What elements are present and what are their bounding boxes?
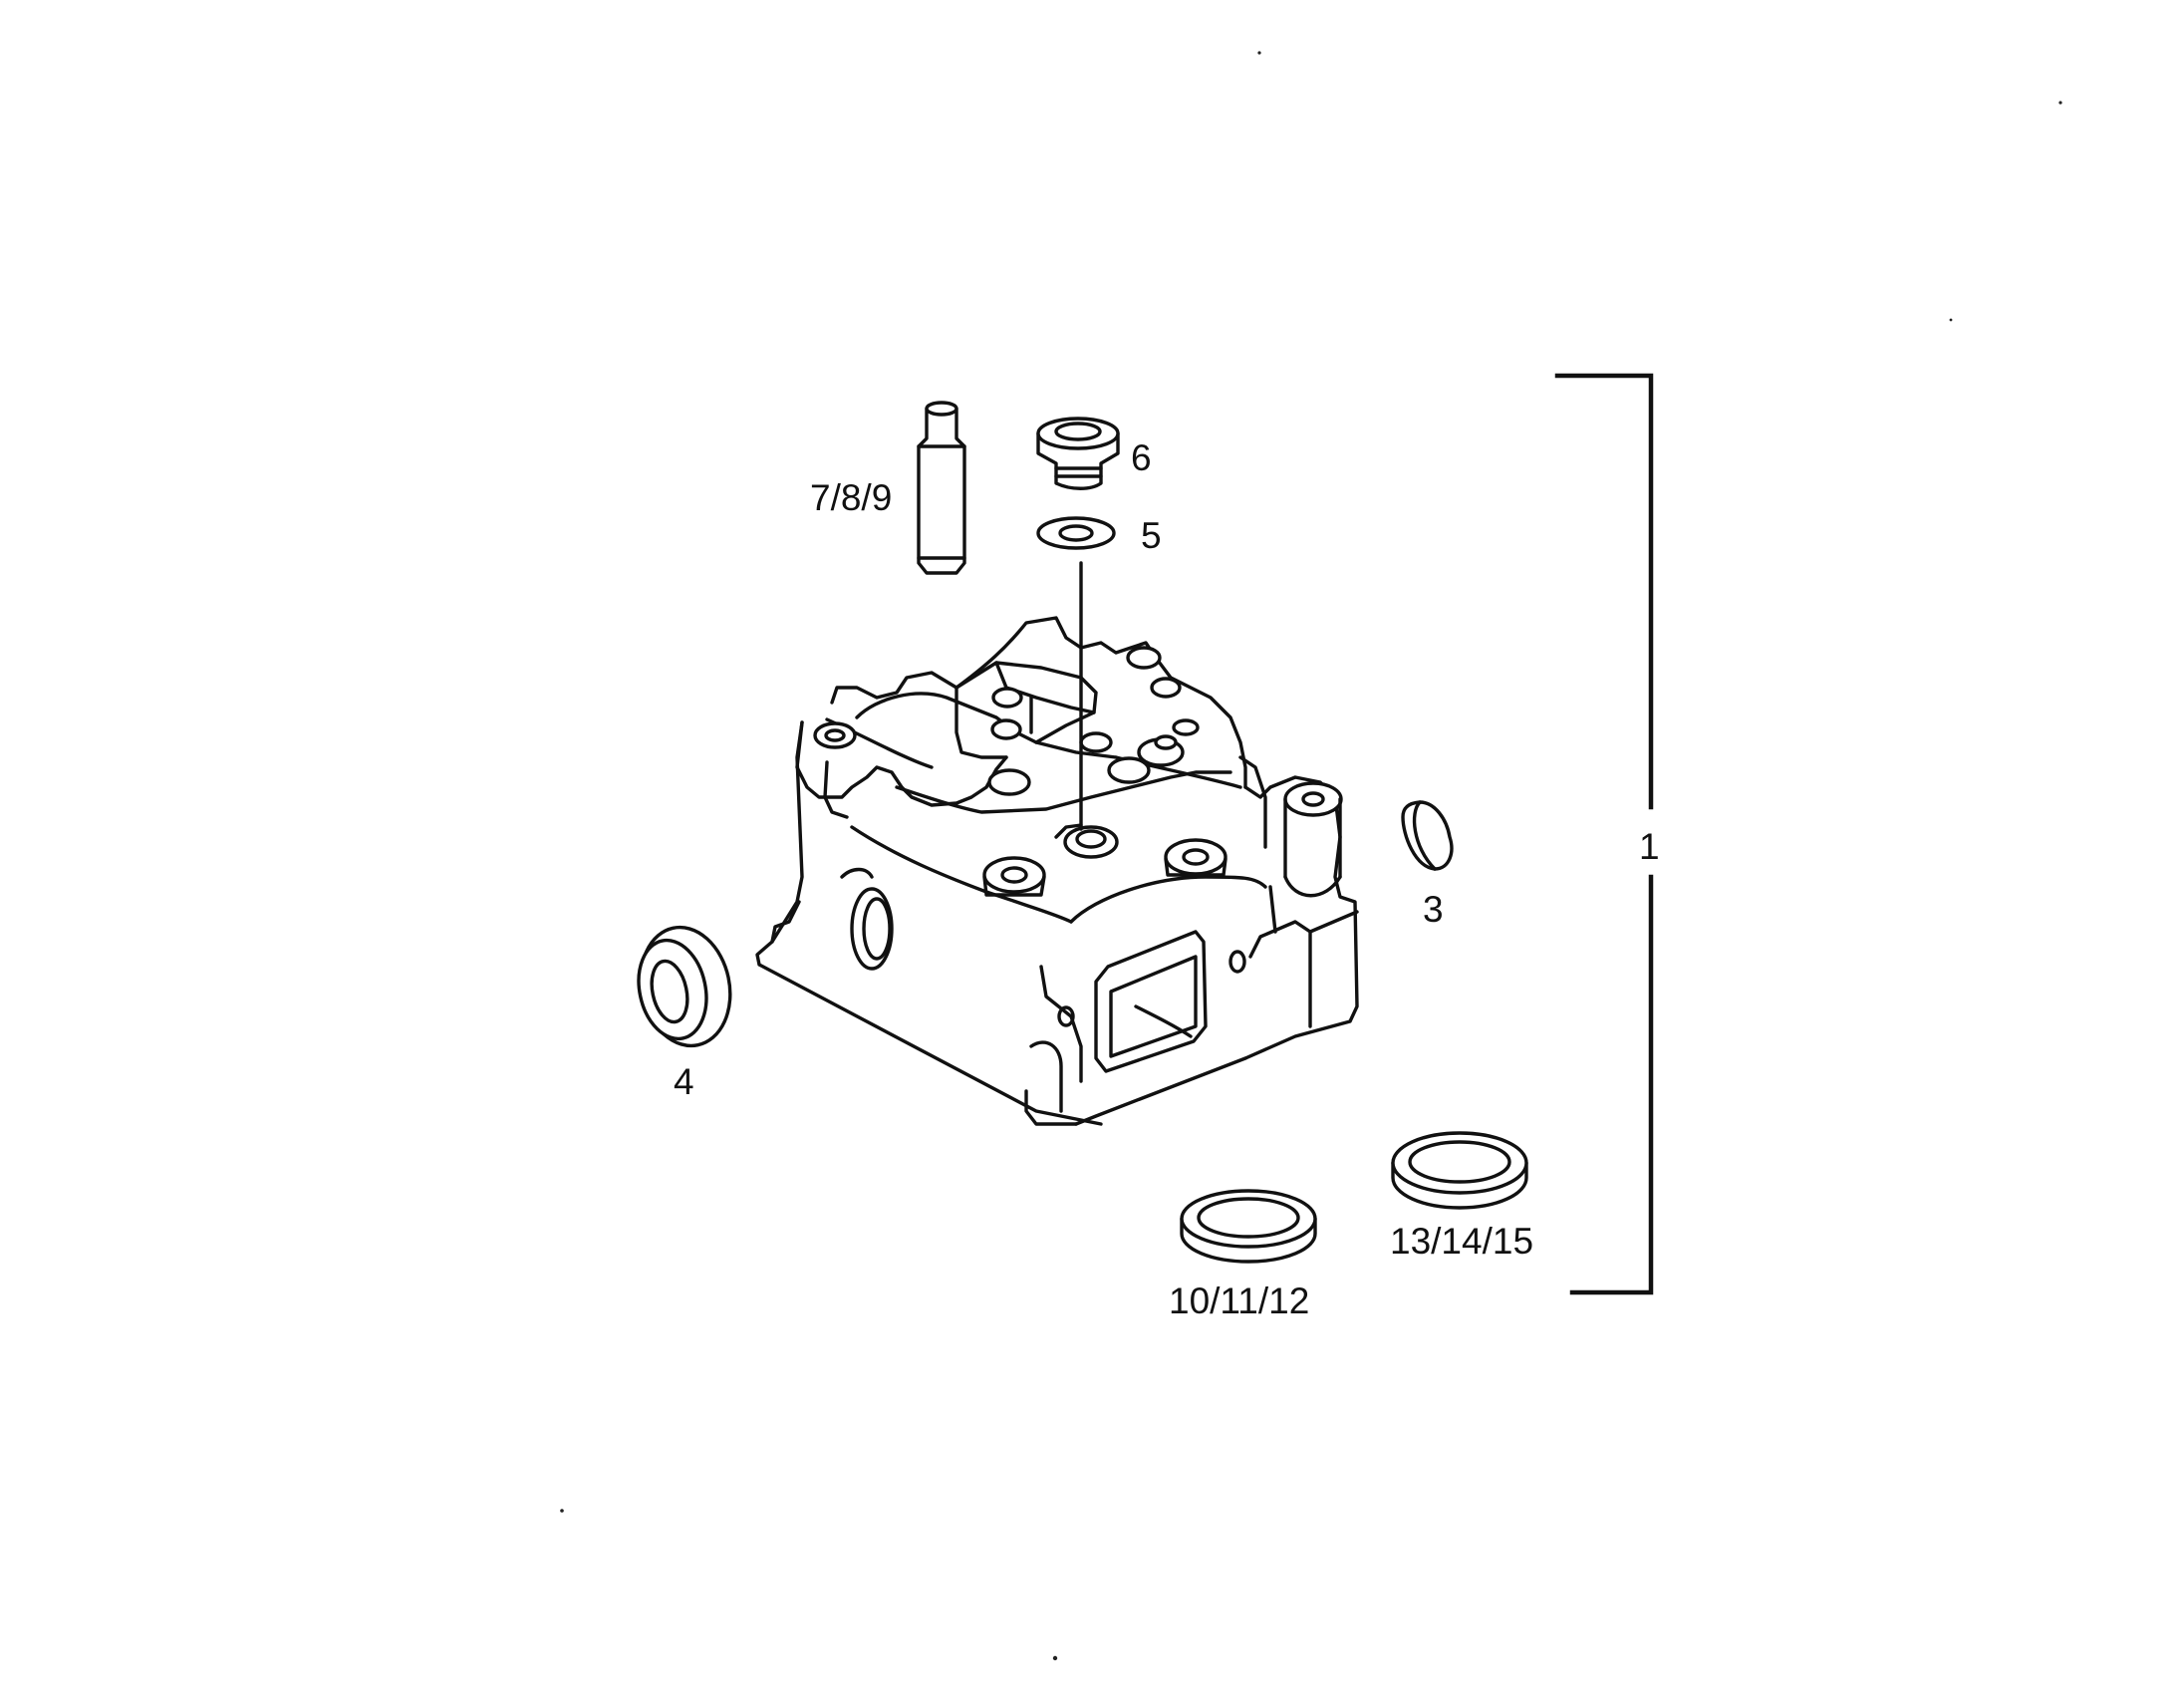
callout-assembly: 1: [1639, 826, 1660, 867]
valve-guide-drawing: [917, 401, 966, 575]
scan-specks: [560, 51, 2062, 1661]
callout-washer: 5: [1141, 515, 1162, 556]
callout-plug: 3: [1423, 889, 1444, 930]
callout-valve-seat-ring-a: 10/11/12: [1169, 1280, 1309, 1321]
valve-seat-ring-b-drawing: [1391, 1131, 1528, 1210]
callout-screw-plug: 6: [1131, 437, 1152, 478]
seal-ring-drawing: [637, 925, 732, 1048]
washer-drawing: [1036, 516, 1116, 550]
valve-seat-ring-a-drawing: [1180, 1189, 1317, 1264]
plug-drawing: [1401, 800, 1454, 871]
cylinder-head-drawing: [755, 616, 1359, 1126]
callout-valve-guide: 7/8/9: [810, 477, 892, 518]
callout-seal-ring: 4: [674, 1061, 694, 1102]
assembly-bracket: [1554, 373, 1654, 1295]
callout-valve-seat-ring-b: 13/14/15: [1390, 1221, 1533, 1262]
screw-plug-drawing: [1036, 417, 1120, 490]
